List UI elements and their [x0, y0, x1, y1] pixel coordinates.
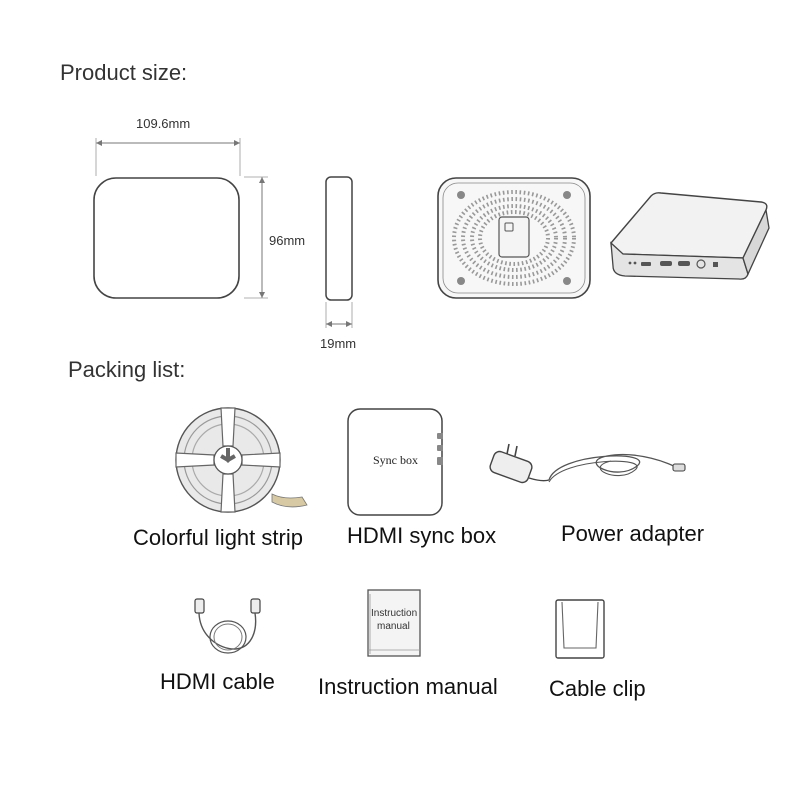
instruction-manual-label: Instruction manual [318, 674, 498, 699]
sync-box-label: HDMI sync box [347, 523, 497, 548]
sync-box-print: Sync box [373, 453, 418, 467]
light-strip-reel-icon [175, 407, 308, 513]
packing-list-heading: Packing list: [68, 357, 186, 382]
manual-print-line1: Instruction [371, 608, 418, 619]
power-adapter-label: Power adapter [561, 521, 705, 546]
light-strip-label: Colorful light strip [133, 525, 303, 550]
hdmi-cable-icon [194, 598, 261, 654]
sync-box-icon [347, 408, 443, 516]
cable-clip-label: Cable clip [549, 676, 646, 701]
hdmi-cable-label: HDMI cable [160, 669, 275, 694]
power-adapter-icon [489, 443, 686, 484]
depth-dimension-label: 19mm [320, 336, 357, 351]
height-dimension-label: 96mm [269, 233, 306, 248]
width-dimension-label: 109.6mm [136, 116, 191, 131]
instruction-manual-icon [367, 589, 421, 657]
manual-print-line2: manual [377, 621, 410, 632]
product-bottom-view-drawing [437, 177, 591, 299]
product-perspective-view-drawing [610, 192, 770, 280]
cable-clip-icon [555, 599, 605, 659]
product-size-heading: Product size: [60, 60, 188, 85]
